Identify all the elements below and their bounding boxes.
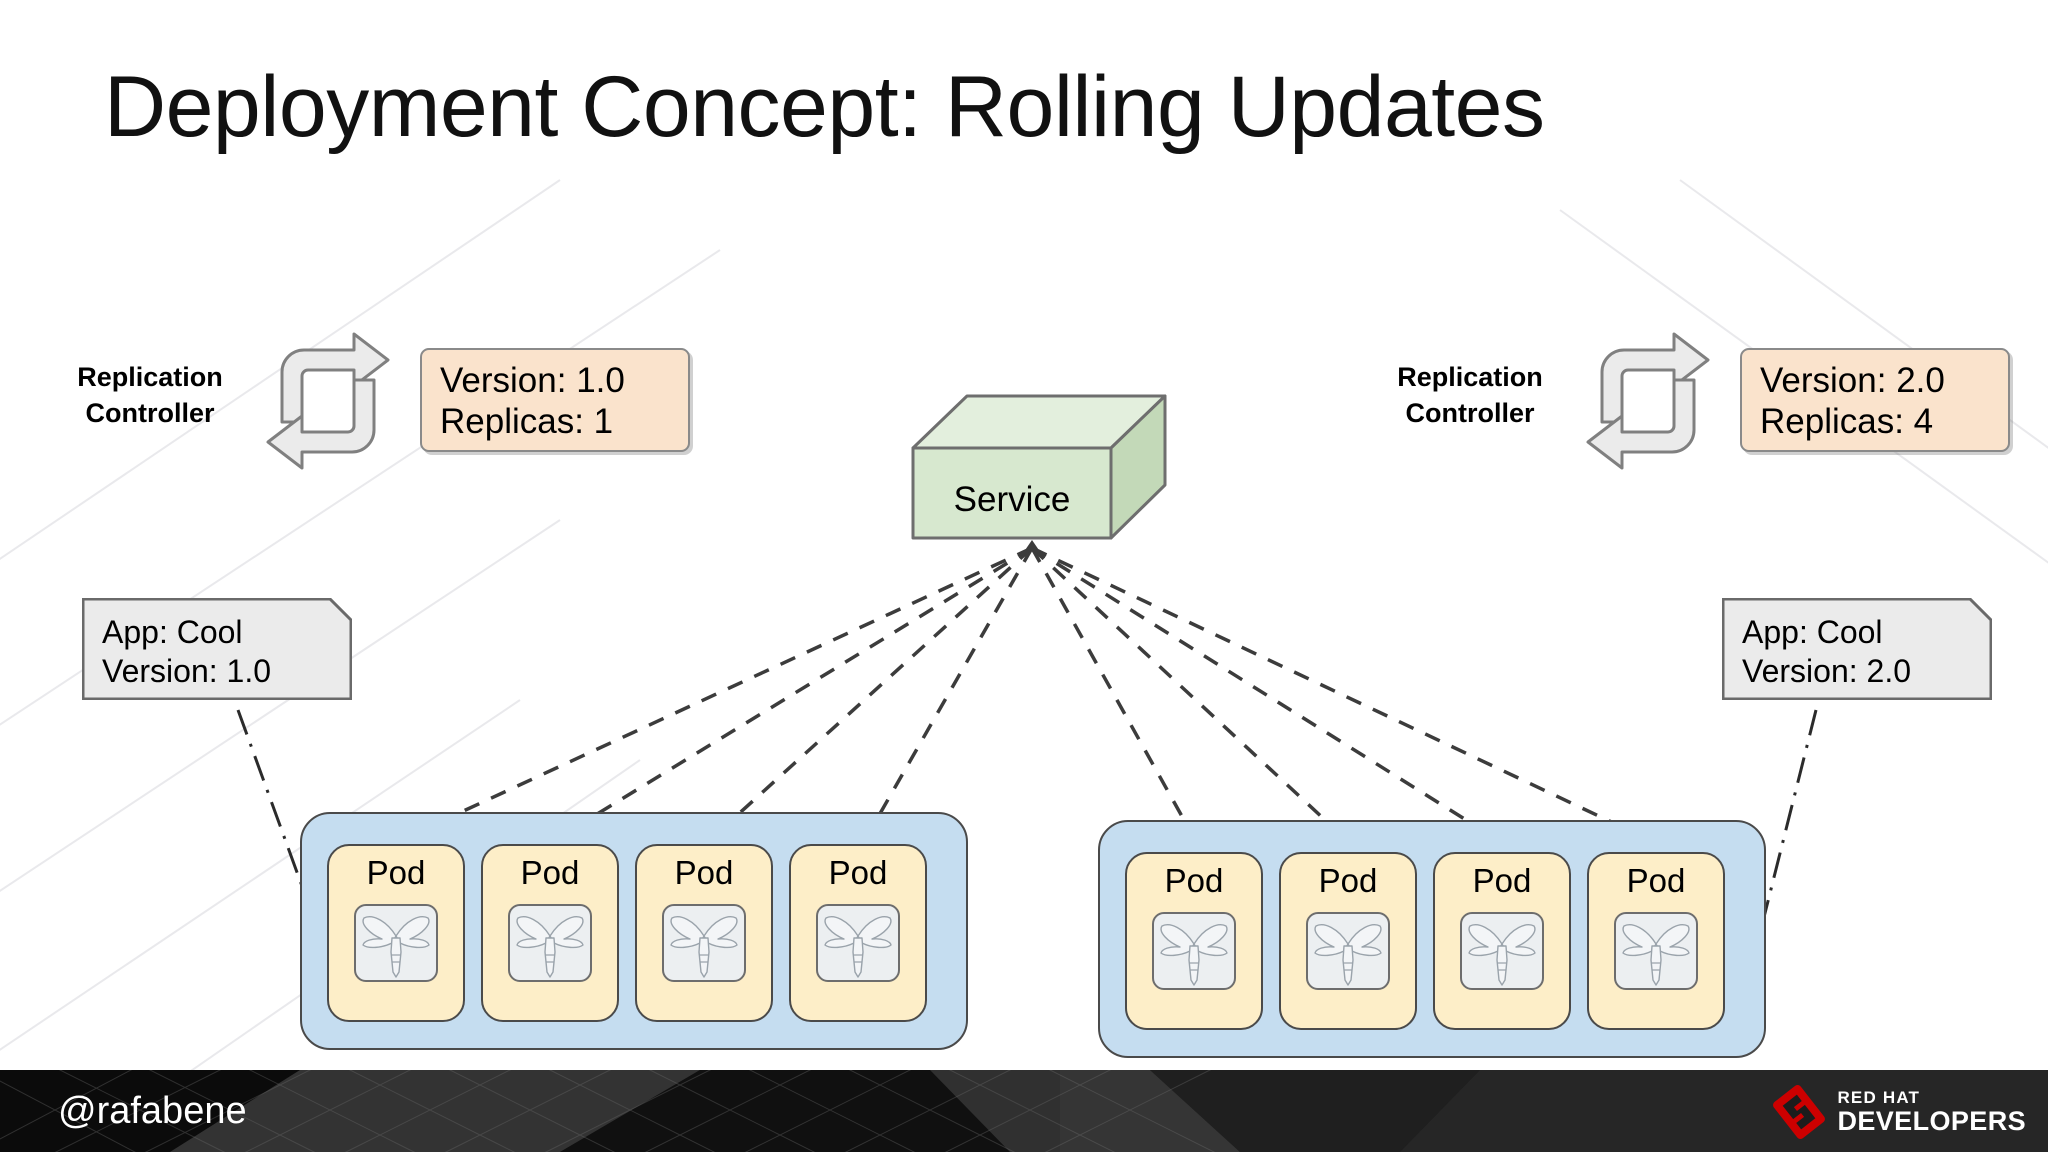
rc-left-label-line1: Replication [77, 362, 223, 392]
pod-right-4[interactable]: Pod [1587, 852, 1725, 1030]
pod-left-1-label: Pod [366, 854, 426, 891]
pod-right-1[interactable]: Pod [1125, 852, 1263, 1030]
rc-left-label: Replication Controller [30, 360, 270, 431]
spec-right-replicas: Replicas: 4 [1760, 402, 1934, 442]
wildfly-dragonfly-icon [1614, 912, 1698, 990]
wildfly-dragonfly-icon [816, 904, 900, 982]
rc-right-label: Replication Controller [1350, 360, 1590, 431]
note-left-line2: Version: 1.0 [102, 653, 271, 690]
note-left: App: Cool Version: 1.0 [81, 597, 353, 701]
wildfly-dragonfly-icon [508, 904, 592, 982]
footer-texture [0, 1070, 2048, 1152]
pod-left-2-label: Pod [520, 854, 580, 891]
red-hat-shadowman-icon [1773, 1085, 1826, 1139]
note-right-shape [1721, 597, 1993, 701]
rc-right-label-line2: Controller [1405, 397, 1535, 428]
rotate-arrows-icon [1586, 332, 1710, 470]
pod-left-3-label: Pod [674, 854, 734, 891]
pod-left-1[interactable]: Pod [327, 844, 465, 1022]
note-left-line1: App: Cool [102, 614, 243, 650]
pod-group-left: Pod Pod [300, 812, 968, 1050]
footer-handle: @rafabene [58, 1090, 247, 1132]
wildfly-dragonfly-icon [1460, 912, 1544, 990]
rhd-line-red-hat: RED HAT [1837, 1088, 1921, 1107]
rhd-line-developers: DEVELOPERS [1837, 1106, 2026, 1136]
note-right-line2: Version: 2.0 [1742, 653, 1911, 690]
pod-group-right: Pod Pod [1098, 820, 1766, 1058]
wildfly-dragonfly-icon [354, 904, 438, 982]
spec-left-replicas: Replicas: 1 [440, 402, 614, 442]
wildfly-dragonfly-icon [1152, 912, 1236, 990]
spec-left-version: Version: 1.0 [440, 361, 625, 400]
red-hat-developers-wordmark: RED HAT DEVELOPERS [1837, 1089, 2026, 1135]
spec-box-right: Version: 2.0 Replicas: 4 [1740, 348, 2010, 452]
pod-right-2[interactable]: Pod [1279, 852, 1417, 1030]
pod-right-3[interactable]: Pod [1433, 852, 1571, 1030]
replication-controller-right: Replication Controller Version: 2.0 Repl… [1340, 332, 2030, 480]
note-right-text: App: Cool Version: 2.0 [1742, 613, 1911, 691]
note-right-line1: App: Cool [1742, 614, 1883, 650]
pod-left-3[interactable]: Pod [635, 844, 773, 1022]
replication-controller-left: Replication Controller Version: 1.0 Repl… [20, 332, 700, 480]
footer-bar: @rafabene RED HAT DEVELOPERS [0, 1070, 2048, 1152]
pod-left-2[interactable]: Pod [481, 844, 619, 1022]
wildfly-dragonfly-icon [1306, 912, 1390, 990]
note-left-text: App: Cool Version: 1.0 [102, 613, 271, 691]
rc-right-label-line1: Replication [1397, 362, 1543, 392]
service-box-shape [911, 394, 1167, 540]
red-hat-developers-logo: RED HAT DEVELOPERS [1773, 1084, 2026, 1140]
pod-right-2-label: Pod [1318, 862, 1378, 899]
service-box: Service [910, 388, 1190, 548]
pod-right-1-label: Pod [1164, 862, 1224, 899]
note-right: App: Cool Version: 2.0 [1721, 597, 1993, 701]
spec-box-left: Version: 1.0 Replicas: 1 [420, 348, 690, 452]
pod-left-4[interactable]: Pod [789, 844, 927, 1022]
rc-left-label-line2: Controller [85, 397, 215, 428]
service-to-pod-lines [404, 546, 1661, 847]
pod-right-4-label: Pod [1626, 862, 1686, 899]
spec-right-version: Version: 2.0 [1760, 361, 1945, 400]
note-left-shape [81, 597, 353, 701]
wildfly-dragonfly-icon [662, 904, 746, 982]
page-title: Deployment Concept: Rolling Updates [104, 59, 1545, 155]
pod-right-3-label: Pod [1472, 862, 1532, 899]
pod-left-4-label: Pod [828, 854, 888, 891]
rotate-arrows-icon [266, 332, 390, 470]
